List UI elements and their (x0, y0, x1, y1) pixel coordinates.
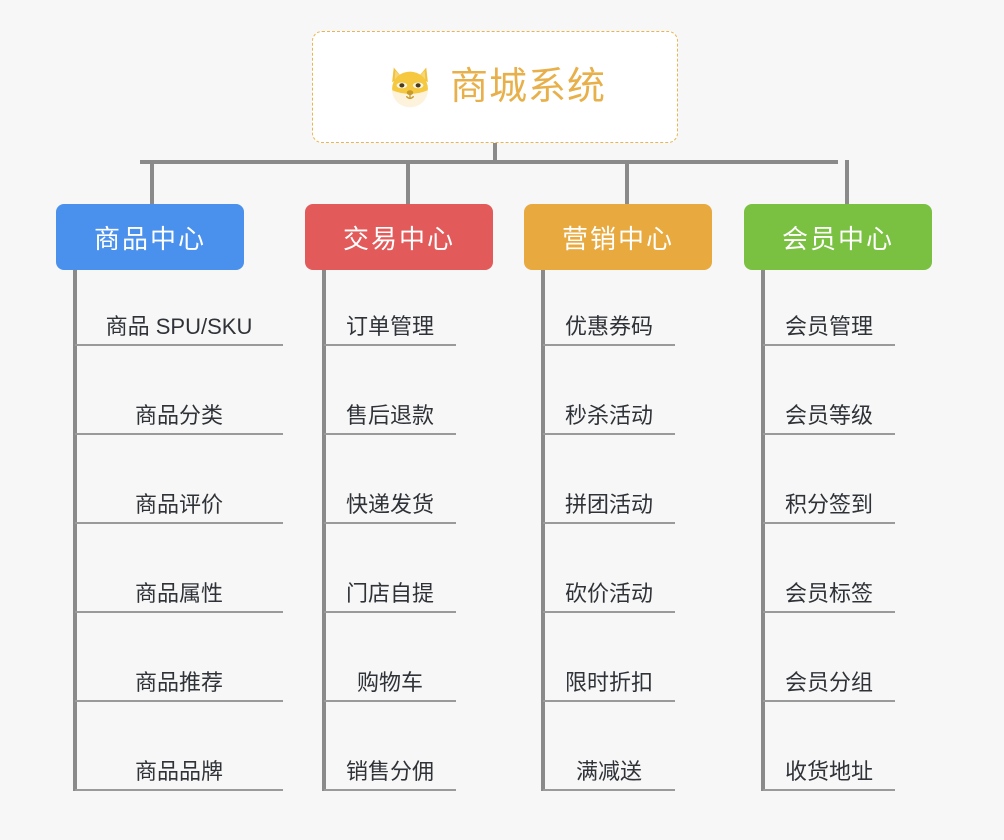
leaf-item[interactable]: 秒杀活动 (543, 389, 675, 435)
leaf-item[interactable]: 商品推荐 (75, 656, 283, 702)
leaf-item[interactable]: 销售分佣 (324, 745, 456, 791)
leaf-label: 会员管理 (784, 313, 873, 339)
leaf-label: 商品推荐 (134, 669, 223, 695)
branch-stem-connector (150, 160, 154, 206)
leaf-label: 快递发货 (345, 491, 434, 517)
leaf-label: 优惠券码 (564, 313, 653, 339)
leaf-label: 售后退款 (345, 402, 434, 428)
leaf-item[interactable]: 商品品牌 (75, 745, 283, 791)
leaf-item[interactable]: 会员管理 (763, 300, 895, 346)
category-label: 商品中心 (93, 223, 206, 254)
branch-spine-connector (541, 270, 545, 791)
category-box-1[interactable]: 商品中心 (56, 204, 244, 270)
leaf-label: 会员等级 (784, 402, 873, 428)
leaf-label: 限时折扣 (564, 669, 653, 695)
shiba-dog-icon (392, 67, 428, 108)
leaf-label: 砍价活动 (564, 580, 653, 606)
category-box-4[interactable]: 会员中心 (744, 204, 932, 270)
leaf-item[interactable]: 门店自提 (324, 567, 456, 613)
leaf-item[interactable]: 满减送 (543, 745, 675, 791)
leaf-label: 商品分类 (134, 402, 223, 428)
branch-spine-connector (322, 270, 326, 791)
root-title: 商城系统 (449, 66, 606, 108)
leaf-item[interactable]: 会员标签 (763, 567, 895, 613)
leaf-label: 拼团活动 (564, 491, 653, 517)
horizontal-bus-connector (140, 160, 838, 164)
leaf-item[interactable]: 收货地址 (763, 745, 895, 791)
leaf-label: 会员分组 (784, 669, 873, 695)
leaf-item[interactable]: 购物车 (324, 656, 456, 702)
leaf-item[interactable]: 商品属性 (75, 567, 283, 613)
leaf-label: 满减送 (575, 758, 642, 784)
branch-spine-connector (761, 270, 765, 791)
leaf-label: 会员标签 (784, 580, 873, 606)
branch-spine-connector (73, 270, 77, 791)
leaf-label: 商品 SPU/SKU (105, 313, 253, 339)
branch-stem-connector (625, 160, 629, 206)
leaf-item[interactable]: 砍价活动 (543, 567, 675, 613)
branch-stem-connector (406, 160, 410, 206)
root-stem-connector (493, 143, 497, 162)
leaf-label: 商品属性 (134, 580, 223, 606)
leaf-item[interactable]: 限时折扣 (543, 656, 675, 702)
leaf-item[interactable]: 会员等级 (763, 389, 895, 435)
category-label: 营销中心 (561, 223, 674, 254)
leaf-item[interactable]: 商品分类 (75, 389, 283, 435)
leaf-item[interactable]: 快递发货 (324, 478, 456, 524)
leaf-label: 订单管理 (345, 313, 434, 339)
leaf-label: 门店自提 (345, 580, 434, 606)
branch-stem-connector (845, 160, 849, 206)
leaf-item[interactable]: 优惠券码 (543, 300, 675, 346)
category-box-2[interactable]: 交易中心 (305, 204, 493, 270)
leaf-label: 商品品牌 (134, 758, 223, 784)
category-label: 会员中心 (781, 223, 894, 254)
category-label: 交易中心 (342, 223, 455, 254)
leaf-label: 积分签到 (784, 491, 873, 517)
leaf-label: 秒杀活动 (564, 402, 653, 428)
leaf-label: 销售分佣 (345, 758, 434, 784)
root-node[interactable]: 商城系统 (312, 31, 678, 143)
category-box-3[interactable]: 营销中心 (524, 204, 712, 270)
leaf-item[interactable]: 会员分组 (763, 656, 895, 702)
leaf-label: 购物车 (356, 669, 423, 695)
leaf-item[interactable]: 商品评价 (75, 478, 283, 524)
leaf-item[interactable]: 订单管理 (324, 300, 456, 346)
leaf-item[interactable]: 积分签到 (763, 478, 895, 524)
leaf-item[interactable]: 售后退款 (324, 389, 456, 435)
leaf-item[interactable]: 拼团活动 (543, 478, 675, 524)
leaf-label: 商品评价 (134, 491, 223, 517)
leaf-label: 收货地址 (784, 758, 873, 784)
leaf-item[interactable]: 商品 SPU/SKU (75, 300, 283, 346)
